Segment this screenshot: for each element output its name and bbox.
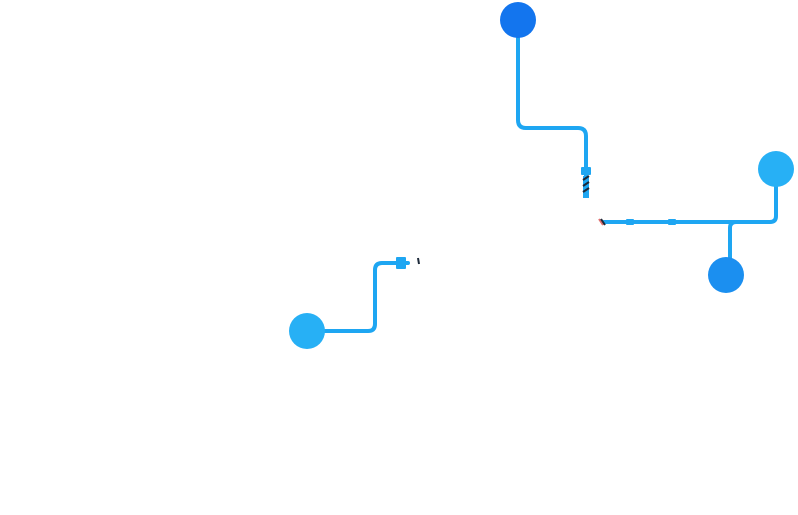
pipe-joint-left [396, 257, 406, 269]
cable-plug-left [417, 257, 420, 265]
cable-plug-right [598, 218, 606, 226]
node-right [758, 151, 794, 187]
node-bottom-left [289, 313, 325, 349]
pipe-joint-right-2 [668, 219, 676, 225]
pipe-top-branch [516, 36, 588, 178]
node-top [500, 2, 536, 38]
pipe-right-drop [728, 220, 738, 264]
pipe-left-branch [318, 261, 410, 333]
pipe-joint-top [581, 167, 591, 175]
cable-plug-top [582, 175, 590, 198]
pipe-right-branch [602, 168, 778, 224]
pipe-joint-right-1 [626, 219, 634, 225]
node-bottom-right [708, 257, 744, 293]
